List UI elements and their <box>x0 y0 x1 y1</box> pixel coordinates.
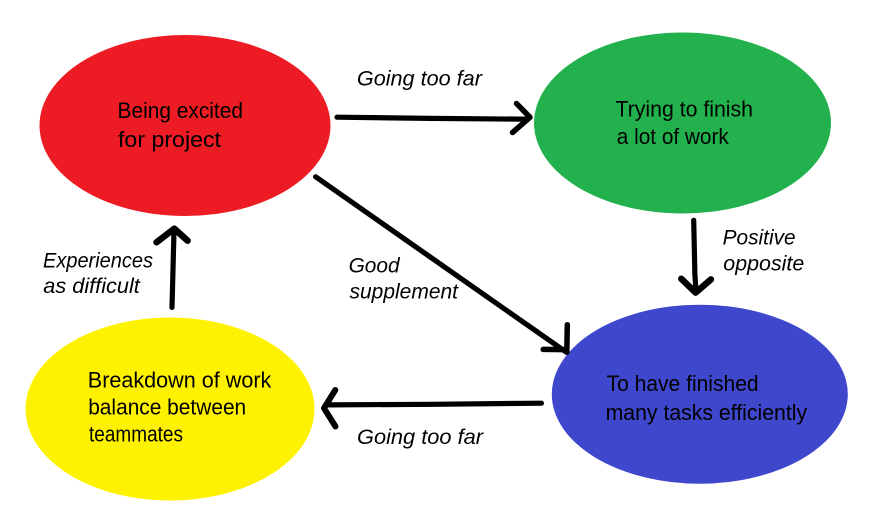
svg-text:Experiences: Experiences <box>43 250 153 273</box>
svg-text:for project: for project <box>118 127 221 152</box>
svg-text:balance between: balance between <box>88 395 246 420</box>
svg-text:Trying to finish: Trying to finish <box>616 97 754 122</box>
svg-text:teammates: teammates <box>89 422 183 447</box>
svg-text:Good: Good <box>349 255 401 278</box>
svg-text:many tasks efficiently: many tasks efficiently <box>606 400 808 425</box>
svg-text:Being excited: Being excited <box>118 98 244 123</box>
svg-text:a lot of work: a lot of work <box>617 124 730 149</box>
svg-text:To have finished: To have finished <box>607 371 759 396</box>
svg-text:Going too far: Going too far <box>357 68 483 91</box>
svg-text:Breakdown of work: Breakdown of work <box>88 367 272 392</box>
svg-text:Positive: Positive <box>723 226 796 249</box>
svg-text:opposite: opposite <box>723 253 804 276</box>
svg-text:Going too far: Going too far <box>357 426 484 449</box>
svg-text:as difficult: as difficult <box>43 275 141 298</box>
svg-text:supplement: supplement <box>350 280 460 303</box>
